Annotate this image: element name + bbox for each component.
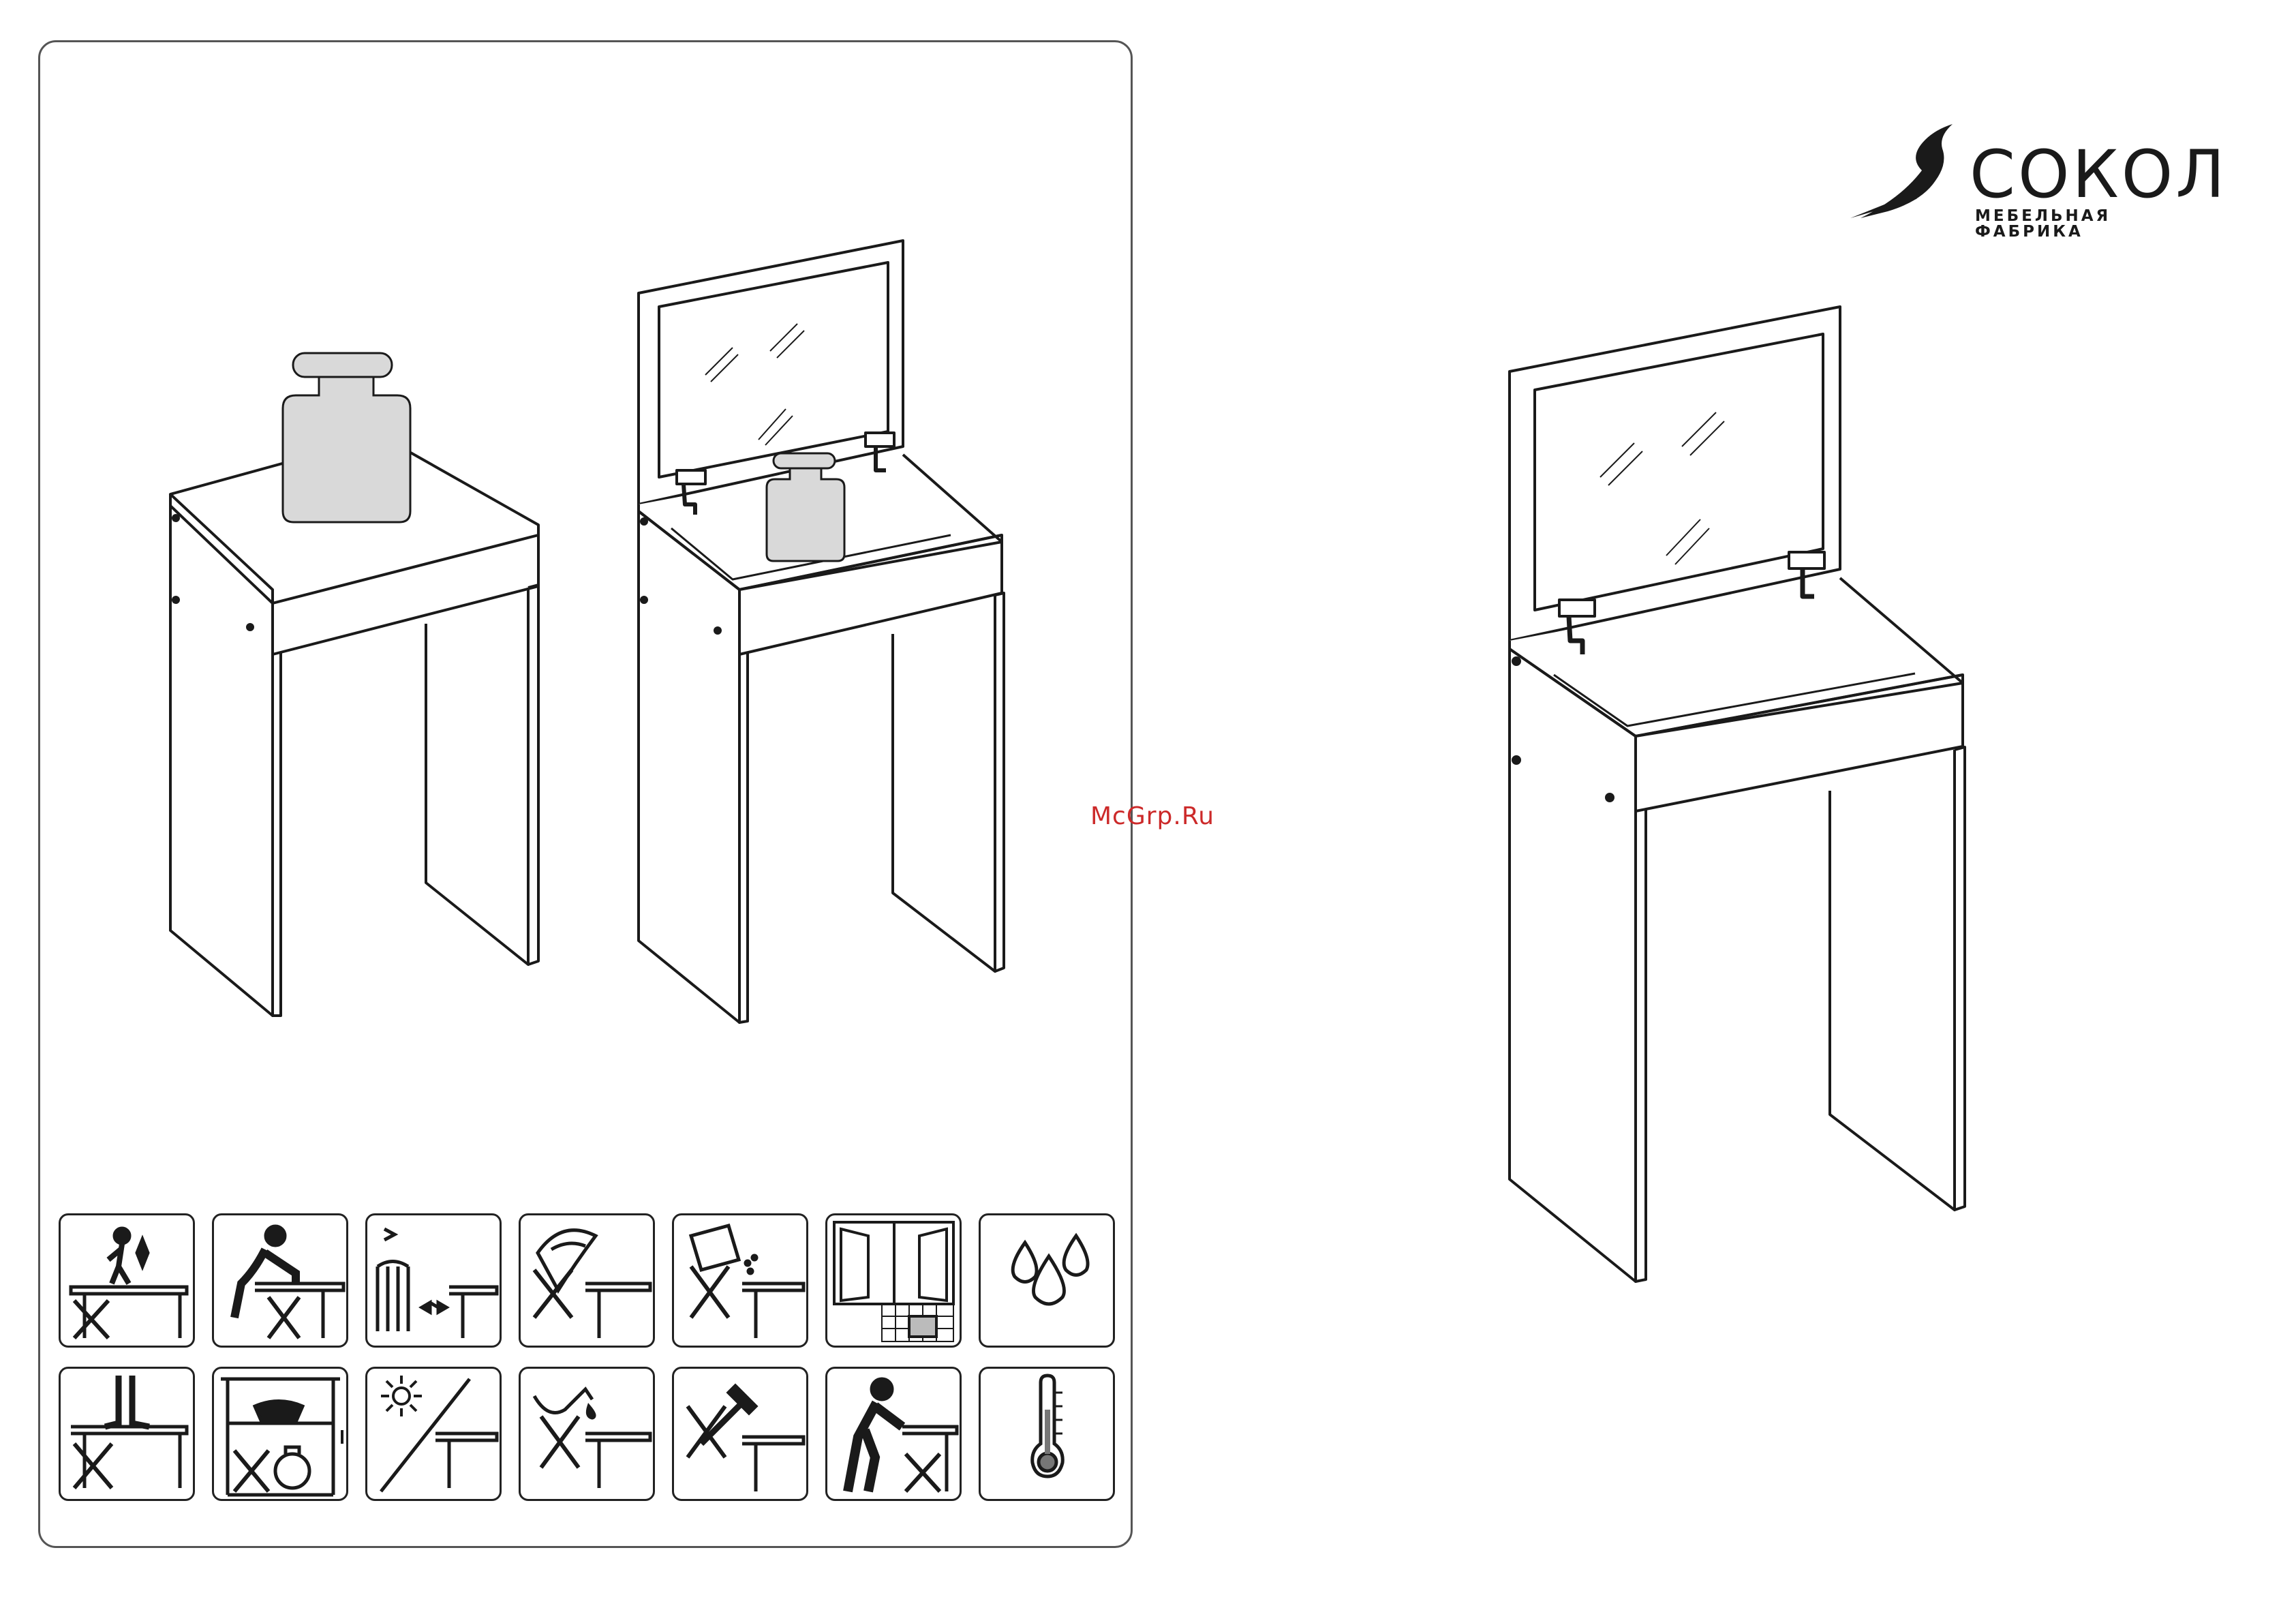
humidity-icon xyxy=(979,1213,1115,1348)
watermark-text: McGrp.Ru xyxy=(1090,804,1214,829)
falcon-logo-icon xyxy=(1840,116,1970,232)
no-liquid-spills-icon xyxy=(519,1367,655,1501)
drawing-table-closed xyxy=(157,341,566,1022)
care-icons-grid xyxy=(59,1213,1115,1506)
no-overloading-shelves-icon xyxy=(212,1367,348,1501)
brand-name: СОКОЛ xyxy=(1970,142,2228,207)
ventilated-room-icon xyxy=(825,1213,962,1348)
no-heavy-load-icon xyxy=(59,1367,195,1501)
no-sitting-on-table-icon xyxy=(212,1213,348,1348)
avoid-direct-sunlight-icon xyxy=(365,1367,502,1501)
temperature-icon xyxy=(979,1367,1115,1501)
no-rough-cleaning-icon xyxy=(519,1213,655,1348)
weight-icon xyxy=(283,353,410,522)
no-impact-icon xyxy=(672,1367,808,1501)
no-standing-on-table-icon xyxy=(59,1213,195,1348)
no-dragging-furniture-icon xyxy=(825,1367,962,1501)
keep-away-from-heater-icon xyxy=(365,1213,502,1348)
brand-logo: СОКОЛ МЕБЕЛЬНАЯ ФАБРИКА xyxy=(1840,116,2222,232)
no-abrasive-cleaner-icon xyxy=(672,1213,808,1348)
drawing-table-open-weight xyxy=(630,235,1012,1026)
brand-tagline: МЕБЕЛЬНАЯ ФАБРИКА xyxy=(1975,209,2222,240)
drawing-table-open-mirror xyxy=(1499,300,1976,1288)
